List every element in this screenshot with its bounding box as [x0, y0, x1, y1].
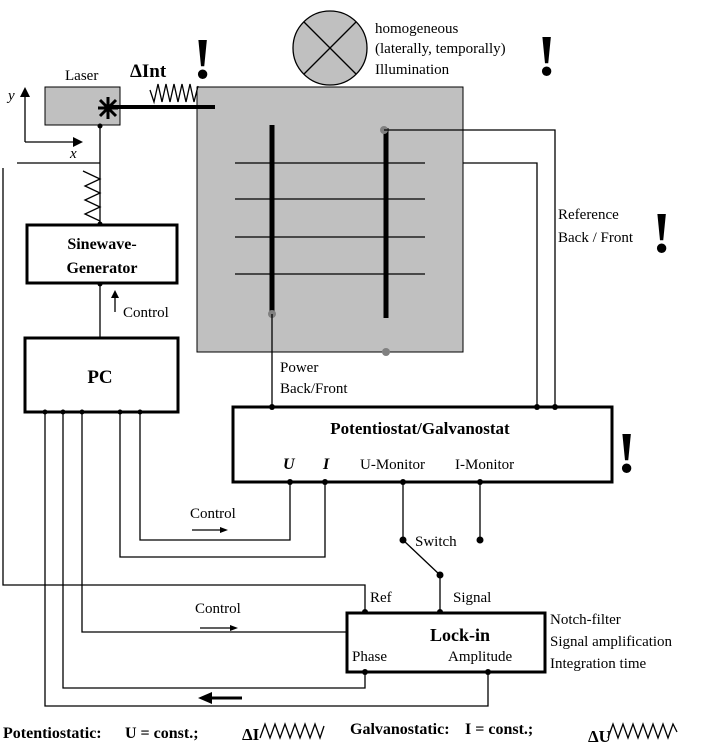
ref-label: Ref — [370, 590, 392, 606]
lock-in-note: Integration time — [550, 656, 647, 672]
illumination-line: homogeneous — [375, 21, 458, 37]
exclamation-icon: ! — [193, 26, 212, 91]
x-axis-label: x — [69, 146, 77, 162]
modulation-wave-icon — [82, 170, 102, 222]
sinewave-label: Sinewave- — [67, 236, 136, 253]
sample-grid-lines — [235, 162, 425, 275]
exclamation-icon: ! — [652, 200, 671, 265]
u-monitor-label: U-Monitor — [360, 457, 425, 473]
switch-lever — [402, 539, 441, 576]
lock-in-note: Signal amplification — [550, 634, 673, 650]
footer-legend: Potentiostatic: U = const.; ΔI Galvanost… — [3, 721, 678, 746]
lamp-icon — [292, 10, 368, 86]
reference-label: Back / Front — [558, 230, 634, 246]
lock-in-title: Lock-in — [430, 625, 490, 645]
delta-int-label: ΔInt — [130, 61, 167, 82]
potentiostatic-condition: U = const.; — [125, 725, 199, 742]
i-monitor-label: I-Monitor — [455, 457, 514, 473]
lock-in-box — [345, 611, 547, 674]
delta-u-label: ΔU — [588, 727, 611, 746]
sinewave-generator-box — [25, 223, 179, 285]
i-terminal-label: I — [322, 456, 330, 473]
pc-box — [23, 336, 180, 414]
reference-label: Reference — [558, 207, 619, 223]
exclamation-icon: ! — [617, 420, 636, 485]
intensity-wave-icon — [149, 83, 199, 105]
signal-label: Signal — [453, 590, 491, 606]
amplitude-label: Amplitude — [448, 649, 513, 665]
pc-label: PC — [87, 367, 112, 388]
phase-label: Phase — [352, 649, 387, 665]
u-terminal-label: U — [283, 456, 296, 473]
power-label: Power — [280, 360, 318, 376]
galvanostatic-label: Galvanostatic: — [350, 721, 450, 738]
illumination-line: Illumination — [375, 62, 450, 78]
y-axis-label: y — [6, 88, 15, 104]
sinewave-label: Generator — [66, 260, 137, 277]
power-label: Back/Front — [280, 381, 348, 397]
potentiostat-title: Potentiostat/Galvanostat — [330, 419, 510, 438]
laser-label: Laser — [65, 68, 98, 84]
exclamation-icon: ! — [537, 23, 556, 88]
potentiostat-box — [231, 405, 614, 484]
lock-in-note: Notch-filter — [550, 612, 621, 628]
switch-label: Switch — [415, 534, 457, 550]
control-label: Control — [190, 506, 236, 522]
control-label: Control — [195, 601, 241, 617]
illumination-line: (laterally, temporally) — [375, 41, 506, 57]
galvanostatic-condition: I = const.; — [465, 721, 533, 738]
delta-i-label: ΔI — [242, 725, 260, 744]
control-label: Control — [123, 305, 169, 321]
potentiostatic-label: Potentiostatic: — [3, 725, 102, 742]
sample-panel — [196, 86, 464, 353]
